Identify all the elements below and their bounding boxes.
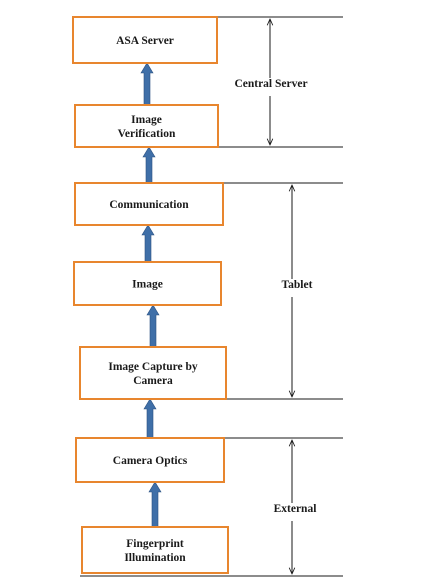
arrow-fingerprint-illumination-to-camera-optics [148, 481, 162, 528]
external-label: External [274, 503, 317, 515]
camera-optics-box [75, 437, 225, 483]
fingerprint-illumination-label-line-1: Fingerprint [126, 538, 184, 550]
arrow-image-verification-to-asa-server [140, 62, 154, 106]
asa-server-box [72, 16, 218, 64]
tablet-label: Tablet [282, 279, 313, 291]
communication-box [74, 182, 224, 226]
image-verification-label-line-1: Image [131, 114, 162, 126]
arrow-image-to-communication [141, 224, 155, 263]
image-verification-box [74, 104, 219, 148]
image-verification-label-line-2: Verification [118, 128, 176, 140]
image-capture-by-camera-label-line-2: Camera [133, 375, 173, 387]
communication-label-line-1: Communication [109, 199, 189, 211]
arrow-image-capture-by-camera-to-image [146, 304, 160, 348]
camera-optics-label-line-1: Camera Optics [113, 455, 188, 467]
central-server-label: Central Server [234, 78, 307, 90]
fingerprint-illumination-label-line-2: Illumination [124, 552, 186, 564]
image-capture-by-camera-box [79, 346, 227, 400]
arrow-communication-to-image-verification [142, 146, 156, 184]
image-capture-by-camera-label-line-1: Image Capture by [108, 361, 197, 373]
fingerprint-illumination-box [81, 526, 229, 574]
image-label-line-1: Image [132, 279, 163, 291]
image-box [73, 261, 222, 306]
asa-server-label-line-1: ASA Server [116, 35, 174, 47]
arrow-camera-optics-to-image-capture-by-camera [143, 398, 157, 439]
